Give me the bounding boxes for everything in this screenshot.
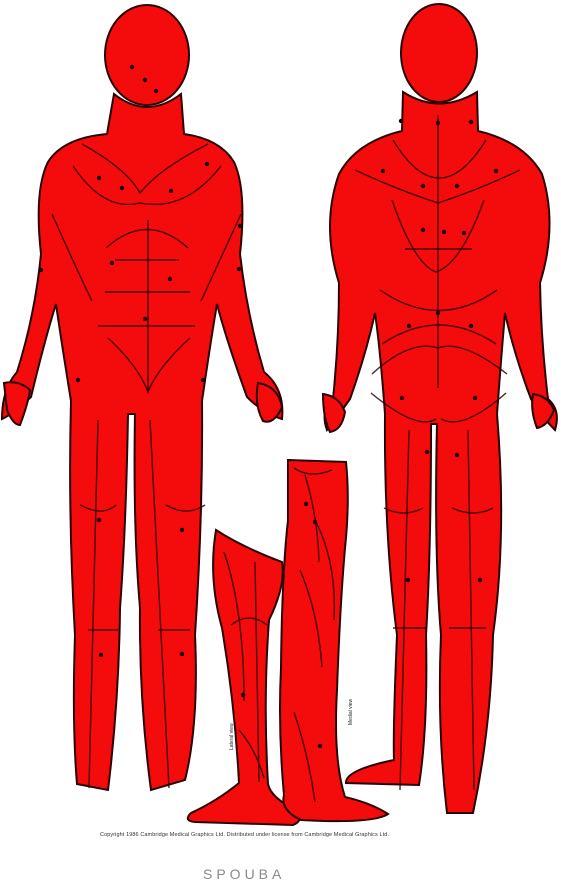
trigger-point xyxy=(97,518,101,522)
trigger-point xyxy=(99,653,103,657)
trigger-point xyxy=(168,277,172,281)
trigger-point xyxy=(462,231,466,235)
trigger-point xyxy=(436,121,440,125)
trigger-point xyxy=(473,396,477,400)
trigger-point xyxy=(421,228,425,232)
copyright-caption: Copyright 1986 Cambridge Medical Graphic… xyxy=(100,832,470,839)
trigger-point xyxy=(478,578,482,582)
trigger-point xyxy=(304,502,308,506)
trigger-point xyxy=(237,267,241,271)
trigger-point xyxy=(120,186,124,190)
front-left-hand xyxy=(4,382,30,425)
trigger-point xyxy=(455,184,459,188)
trigger-point xyxy=(442,230,446,234)
trigger-point xyxy=(455,453,459,457)
trigger-point xyxy=(318,744,322,748)
trigger-point xyxy=(143,317,147,321)
trigger-point xyxy=(399,119,403,123)
trigger-point xyxy=(97,176,101,180)
trigger-point xyxy=(205,162,209,166)
back-body-figure xyxy=(325,4,557,813)
trigger-point xyxy=(407,324,411,328)
trigger-point xyxy=(143,78,147,82)
trigger-point xyxy=(381,169,385,173)
medial-view-label: Medial view xyxy=(348,699,354,725)
trigger-point xyxy=(180,652,184,656)
trigger-point xyxy=(436,311,440,315)
trigger-point xyxy=(469,120,473,124)
trigger-point xyxy=(110,261,114,265)
trigger-point xyxy=(406,578,410,582)
trigger-point xyxy=(425,450,429,454)
trigger-point xyxy=(421,184,425,188)
trigger-point xyxy=(169,189,173,193)
trigger-point xyxy=(39,268,43,272)
trigger-point xyxy=(154,89,158,93)
trigger-point xyxy=(76,378,80,382)
trigger-point xyxy=(400,396,404,400)
brand-logo: SPOUBA xyxy=(203,866,285,882)
trigger-point xyxy=(494,169,498,173)
trigger-point xyxy=(130,65,134,69)
trigger-point xyxy=(201,378,205,382)
trigger-point xyxy=(180,528,184,532)
trigger-point xyxy=(241,693,245,697)
trigger-point xyxy=(313,520,317,524)
trigger-point xyxy=(238,224,242,228)
lateral-view-label: Lateral view xyxy=(229,723,235,750)
trigger-point xyxy=(469,324,473,328)
